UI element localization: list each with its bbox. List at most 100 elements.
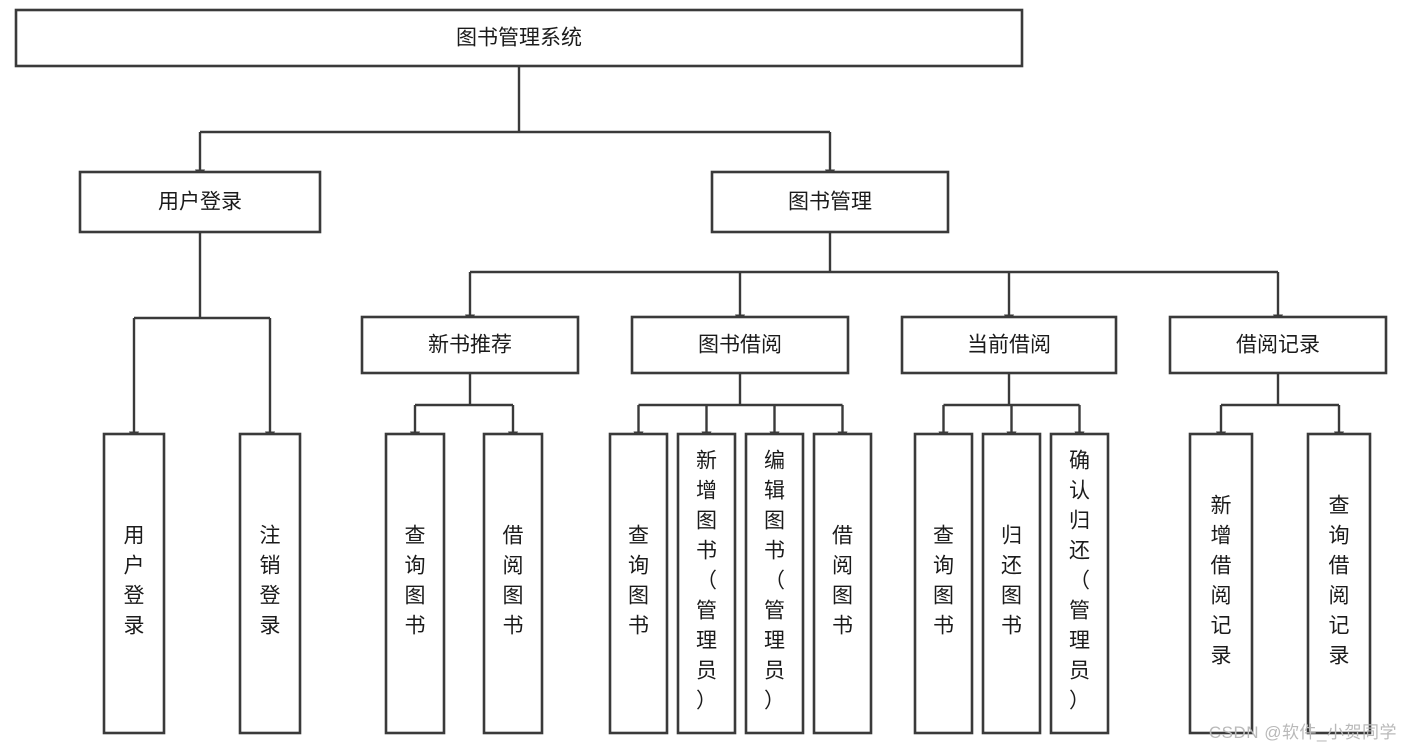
- svg-text:录: 录: [1211, 645, 1232, 668]
- svg-text:员: 员: [1069, 660, 1090, 683]
- svg-text:销: 销: [260, 555, 281, 578]
- node-label-new-book-recommend: 新书推荐: [428, 334, 512, 357]
- node-new-book-recommend[interactable]: 新书推荐: [360, 315, 580, 375]
- svg-text:确: 确: [1069, 450, 1090, 473]
- svg-text:借: 借: [1329, 555, 1350, 578]
- svg-text:归: 归: [1069, 510, 1090, 533]
- svg-text:（: （: [764, 570, 785, 593]
- svg-text:询: 询: [405, 555, 426, 578]
- svg-text:户: 户: [124, 555, 145, 578]
- svg-text:新: 新: [696, 450, 717, 473]
- svg-text:录: 录: [1329, 645, 1350, 668]
- svg-text:询: 询: [933, 555, 954, 578]
- svg-text:图: 图: [832, 585, 853, 608]
- svg-text:图: 图: [764, 510, 785, 533]
- svg-text:归: 归: [1001, 525, 1022, 548]
- svg-text:图: 图: [405, 585, 426, 608]
- svg-text:管: 管: [764, 600, 785, 623]
- svg-text:查: 查: [405, 525, 426, 548]
- svg-text:书: 书: [405, 615, 426, 638]
- node-label-book-borrow: 图书借阅: [698, 334, 782, 357]
- svg-text:询: 询: [628, 555, 649, 578]
- svg-text:新: 新: [1211, 495, 1232, 518]
- svg-text:记: 记: [1329, 615, 1350, 638]
- svg-text:还: 还: [1069, 540, 1090, 563]
- svg-text:理: 理: [1069, 630, 1090, 653]
- node-root-system[interactable]: 图书管理系统: [14, 8, 1024, 68]
- svg-text:询: 询: [1329, 525, 1350, 548]
- node-layer: 图书管理系统图书管理系统用户登录用户登录图书管理图书管理新书推荐新书推荐图书借阅…: [14, 8, 1388, 735]
- svg-text:用: 用: [124, 525, 145, 548]
- node-label-book-management: 图书管理: [788, 191, 872, 214]
- svg-text:书: 书: [933, 615, 954, 638]
- node-borrow-record[interactable]: 借阅记录: [1168, 315, 1388, 375]
- node-leaf-user-login[interactable]: 用户登录: [102, 432, 166, 735]
- svg-text:员: 员: [764, 660, 785, 683]
- svg-text:借: 借: [503, 525, 524, 548]
- svg-text:借: 借: [1211, 555, 1232, 578]
- svg-text:图: 图: [1001, 585, 1022, 608]
- svg-text:图: 图: [628, 585, 649, 608]
- svg-text:记: 记: [1211, 615, 1232, 638]
- node-label-user-login: 用户登录: [158, 191, 242, 214]
- svg-text:登: 登: [260, 585, 281, 608]
- node-book-borrow[interactable]: 图书借阅: [630, 315, 850, 375]
- node-label-leaf-user-login: 用户登录: [124, 525, 145, 638]
- svg-text:管: 管: [696, 600, 717, 623]
- svg-text:阅: 阅: [1211, 585, 1232, 608]
- svg-text:还: 还: [1001, 555, 1022, 578]
- svg-text:查: 查: [628, 525, 649, 548]
- node-label-borrow-record: 借阅记录: [1236, 334, 1320, 357]
- svg-text:阅: 阅: [503, 555, 524, 578]
- node-current-borrow[interactable]: 当前借阅: [900, 315, 1118, 375]
- svg-text:图: 图: [933, 585, 954, 608]
- connector-layer: [129, 66, 1344, 442]
- svg-text:书: 书: [832, 615, 853, 638]
- svg-text:管: 管: [1069, 600, 1090, 623]
- svg-text:辑: 辑: [764, 480, 785, 503]
- svg-text:书: 书: [628, 615, 649, 638]
- svg-text:借: 借: [832, 525, 853, 548]
- svg-text:查: 查: [1329, 495, 1350, 518]
- svg-text:阅: 阅: [832, 555, 853, 578]
- svg-text:）: ）: [1069, 690, 1090, 713]
- node-label-current-borrow: 当前借阅: [967, 334, 1051, 357]
- svg-text:书: 书: [503, 615, 524, 638]
- svg-text:阅: 阅: [1329, 585, 1350, 608]
- svg-text:查: 查: [933, 525, 954, 548]
- svg-text:（: （: [1069, 570, 1090, 593]
- svg-text:注: 注: [260, 525, 281, 548]
- svg-text:理: 理: [764, 630, 785, 653]
- svg-text:登: 登: [124, 585, 145, 608]
- node-book-management[interactable]: 图书管理: [710, 170, 950, 234]
- svg-text:书: 书: [764, 540, 785, 563]
- svg-text:书: 书: [696, 540, 717, 563]
- node-user-login[interactable]: 用户登录: [78, 170, 322, 234]
- svg-text:编: 编: [764, 450, 785, 473]
- svg-text:图: 图: [696, 510, 717, 533]
